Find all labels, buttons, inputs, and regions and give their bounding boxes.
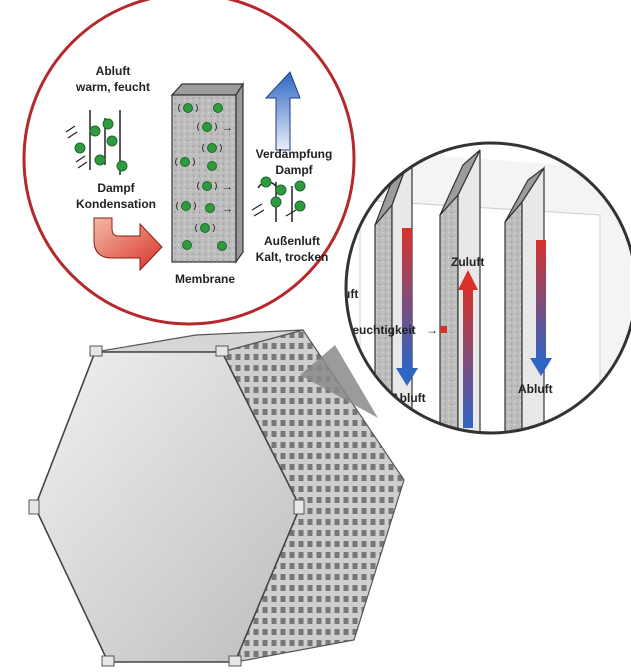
corner-clip	[101, 655, 115, 667]
zoom-circle-border	[344, 141, 631, 435]
humidity-marker	[440, 326, 447, 333]
molecules-membrane	[180, 103, 227, 251]
hexagon-exchanger	[28, 329, 405, 667]
label-exhaust-2: Abluft	[518, 382, 553, 396]
corner-clip	[215, 345, 229, 357]
arrow-exhaust-2	[530, 240, 552, 376]
label-supply-2: Zuluft	[451, 255, 484, 269]
corner-clip	[89, 345, 103, 357]
molecules-left	[74, 118, 128, 172]
molecules-right	[260, 176, 306, 212]
label-outside-air: Außenluft	[264, 234, 320, 248]
label-exhaust-in: Abluft	[96, 64, 131, 78]
evaporation-arrow	[264, 71, 301, 151]
label-humidity: Feuchtigkeit	[345, 323, 416, 337]
label-exhaust-in-state: warm, feucht	[75, 80, 150, 94]
corner-clip	[293, 499, 305, 515]
label-condensation-2: Kondensation	[76, 197, 156, 211]
corner-clip	[28, 499, 40, 515]
condensation-arrow	[93, 217, 163, 272]
label-outside-air-state: Kalt, trocken	[256, 250, 329, 264]
membrane-arrow: →	[222, 203, 233, 215]
arrow-exhaust-1	[396, 228, 418, 386]
arrow-supply-2	[458, 270, 478, 428]
humidity-arrow: →	[426, 323, 438, 337]
membrane-arrow: →	[222, 122, 233, 134]
label-supply-1: Zuluft	[325, 287, 358, 301]
zoom-circle-membrane: Abluft warm, feucht Dampf Kondensation	[22, 0, 356, 326]
corner-clip	[228, 655, 242, 667]
label-evaporation-1: Verdampfung	[256, 147, 333, 161]
zoom-connector	[300, 345, 378, 418]
zoom-circle-plates: Zuluft Zuluft Abluft Abluft Feuchtigkeit…	[325, 141, 631, 435]
label-condensation-1: Dampf	[97, 181, 135, 195]
membrane-slab	[170, 81, 245, 264]
label-membrane: Membrane	[175, 272, 235, 286]
membrane-arrow: →	[222, 181, 233, 193]
plate-3	[504, 165, 545, 433]
membrane-waves	[175, 103, 222, 233]
label-evaporation-2: Dampf	[275, 163, 313, 177]
